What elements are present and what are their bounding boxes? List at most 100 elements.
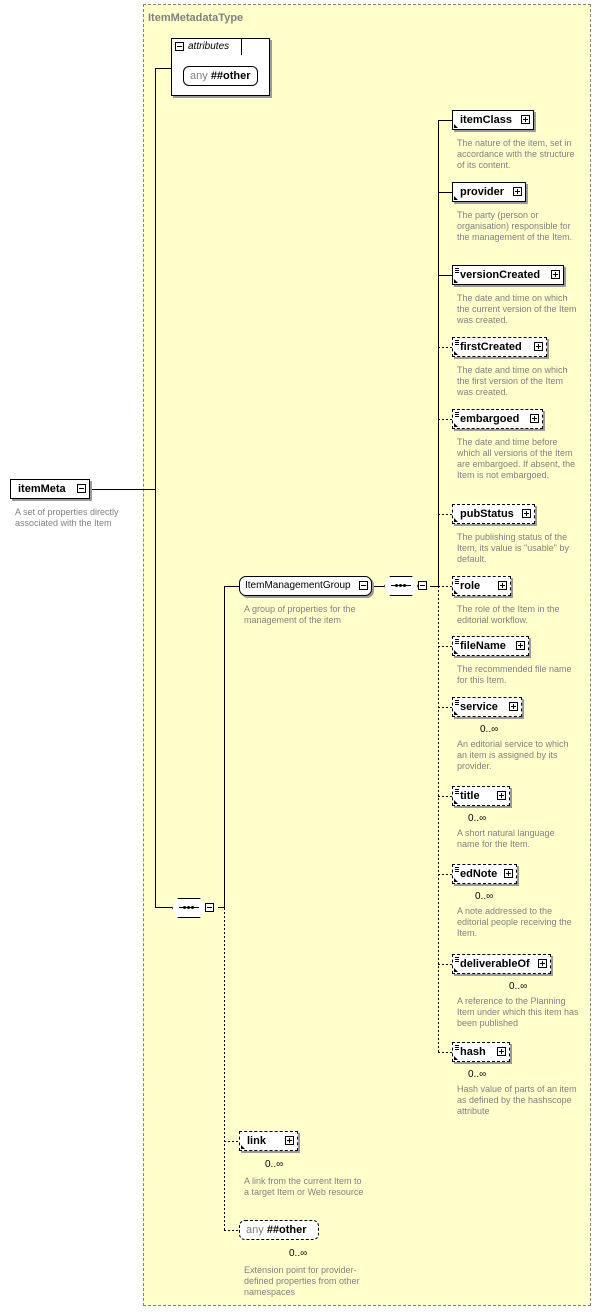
element-label: link xyxy=(247,1135,266,1147)
simple-content-icon xyxy=(455,268,459,274)
reference-arrow-icon xyxy=(454,800,458,804)
root-element-label: itemMeta xyxy=(18,483,66,495)
type-title: ItemMetadataType xyxy=(148,12,244,24)
reference-arrow-icon xyxy=(454,968,458,972)
expand-icon[interactable] xyxy=(285,1136,294,1145)
expand-icon[interactable] xyxy=(521,115,530,124)
expand-icon[interactable] xyxy=(498,581,507,590)
cardinality: 0..∞ xyxy=(289,1248,308,1259)
element-description: The nature of the item, set in accordanc… xyxy=(457,138,575,170)
element-description: A short natural language name for the It… xyxy=(457,828,555,849)
expand-icon[interactable] xyxy=(522,509,531,518)
reference-arrow-icon xyxy=(454,423,458,427)
cardinality: 0..∞ xyxy=(509,981,528,992)
collapse-icon[interactable] xyxy=(175,42,184,51)
collapse-icon[interactable] xyxy=(77,484,86,493)
element-versionCreated[interactable]: versionCreated xyxy=(452,265,564,285)
element-description: The date and time on which the first ver… xyxy=(457,365,568,397)
element-label: firstCreated xyxy=(460,341,522,353)
element-provider[interactable]: provider xyxy=(452,182,526,202)
any-namespace: ##other xyxy=(266,1224,307,1236)
collapse-icon[interactable] xyxy=(359,581,368,590)
element-role[interactable]: role xyxy=(452,576,511,596)
any-namespace: ##other xyxy=(210,70,251,82)
element-label: service xyxy=(460,701,498,713)
element-description: The party (person or organisation) respo… xyxy=(457,210,573,242)
attributes-tab[interactable]: attributes xyxy=(171,38,242,55)
expand-icon[interactable] xyxy=(513,187,522,196)
element-title[interactable]: title xyxy=(452,786,510,806)
simple-content-icon xyxy=(455,1045,459,1051)
reference-arrow-icon xyxy=(454,1056,458,1060)
element-label: itemClass xyxy=(460,114,512,126)
simple-content-icon xyxy=(455,639,459,645)
cardinality: 0..∞ xyxy=(475,891,494,902)
any-element[interactable]: any ##other xyxy=(239,1220,319,1240)
element-description: The recommended file name for this Item. xyxy=(457,664,572,685)
expand-icon[interactable] xyxy=(538,959,547,968)
element-itemClass[interactable]: itemClass xyxy=(452,110,534,130)
group-description: A group of properties for the management… xyxy=(244,604,356,625)
simple-content-icon xyxy=(455,957,459,963)
element-label: provider xyxy=(460,186,505,198)
reference-arrow-icon xyxy=(454,518,458,522)
element-firstCreated[interactable]: firstCreated xyxy=(452,337,547,357)
simple-content-icon xyxy=(455,789,459,795)
reference-arrow-icon xyxy=(454,711,458,715)
cardinality: 0..∞ xyxy=(265,1159,284,1170)
element-fileName[interactable]: fileName xyxy=(452,636,529,656)
expand-icon[interactable] xyxy=(509,702,518,711)
cardinality: 0..∞ xyxy=(468,1069,487,1080)
simple-content-icon xyxy=(455,700,459,706)
reference-arrow-icon xyxy=(454,351,458,355)
group-label: ItemManagementGroup xyxy=(245,580,351,591)
reference-arrow-icon xyxy=(454,124,458,128)
sequence-compositor xyxy=(172,898,206,918)
sequence-icon xyxy=(391,584,411,587)
element-edNote[interactable]: edNote xyxy=(452,864,517,884)
expand-icon[interactable] xyxy=(530,414,539,423)
any-description: Extension point for provider-defined pro… xyxy=(244,1265,360,1297)
reference-arrow-icon xyxy=(454,878,458,882)
attributes-label: attributes xyxy=(188,41,230,52)
any-attribute[interactable]: any ##other xyxy=(183,66,258,86)
element-description: The role of the Item in the editorial wo… xyxy=(457,604,560,625)
reference-arrow-icon xyxy=(454,279,458,283)
element-hash[interactable]: hash xyxy=(452,1042,510,1062)
element-label: versionCreated xyxy=(460,269,541,281)
element-description: Hash value of parts of an item as define… xyxy=(457,1084,577,1116)
element-description: The date and time on which the current v… xyxy=(457,293,577,325)
simple-content-icon xyxy=(455,867,459,873)
element-label: role xyxy=(460,580,481,592)
expand-icon[interactable] xyxy=(497,1047,506,1056)
element-description: An editorial service to which an item is… xyxy=(457,739,569,771)
element-link[interactable]: link xyxy=(239,1131,298,1151)
expand-icon[interactable] xyxy=(497,791,506,800)
sequence-icon xyxy=(179,906,199,909)
element-service[interactable]: service xyxy=(452,697,522,717)
group-ItemManagementGroup[interactable]: ItemManagementGroup xyxy=(239,576,372,596)
expand-icon[interactable] xyxy=(551,270,560,279)
simple-content-icon xyxy=(455,412,459,418)
element-label: title xyxy=(460,790,480,802)
element-label: embargoed xyxy=(460,413,520,425)
cardinality: 0..∞ xyxy=(468,813,487,824)
element-description: A note addressed to the editorial people… xyxy=(457,906,572,938)
reference-arrow-icon xyxy=(241,1145,245,1149)
element-deliverableOf[interactable]: deliverableOf xyxy=(452,954,551,974)
simple-content-icon xyxy=(455,340,459,346)
link-description: A link from the current Item to a target… xyxy=(244,1176,364,1197)
collapse-icon[interactable] xyxy=(418,581,427,590)
collapse-icon[interactable] xyxy=(205,903,214,912)
any-keyword: any xyxy=(246,1224,264,1236)
element-pubStatus[interactable]: pubStatus xyxy=(452,504,535,524)
expand-icon[interactable] xyxy=(534,342,543,351)
expand-icon[interactable] xyxy=(504,869,513,878)
root-description: A set of properties directly associated … xyxy=(15,507,119,528)
element-embargoed[interactable]: embargoed xyxy=(452,409,543,429)
any-keyword: any xyxy=(190,70,208,82)
element-label: pubStatus xyxy=(460,508,514,520)
element-label: deliverableOf xyxy=(460,958,530,970)
root-element-itemMeta[interactable]: itemMeta xyxy=(10,479,90,499)
expand-icon[interactable] xyxy=(516,641,525,650)
